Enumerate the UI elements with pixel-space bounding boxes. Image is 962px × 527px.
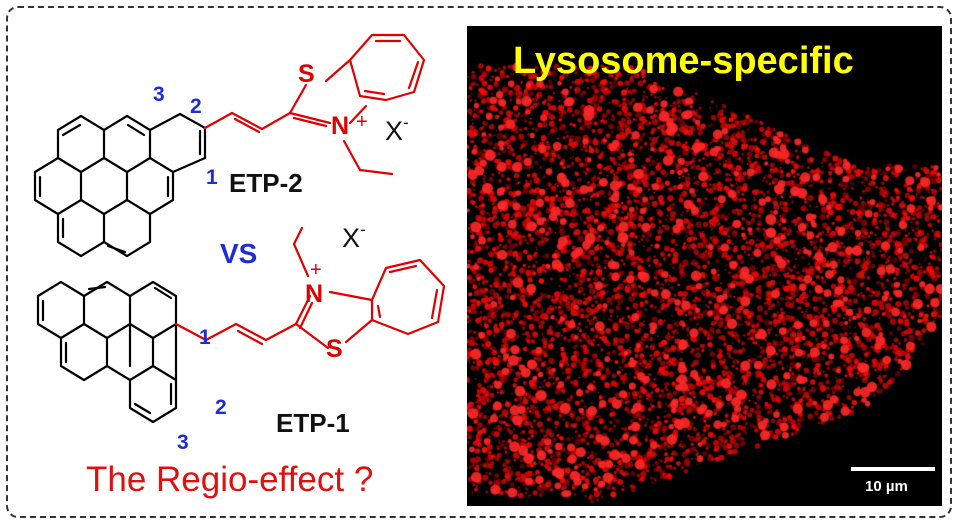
etp2-pyrene-core (33, 112, 207, 258)
versus-label: VS (220, 238, 258, 269)
etp2-structure (33, 33, 426, 258)
etp1-sulfur-atom: S (326, 335, 343, 363)
etp1-position-3: 3 (177, 431, 189, 454)
dashed-frame (6, 6, 952, 518)
etp2-sulfur-atom: S (298, 60, 315, 88)
scale-bar (851, 467, 935, 471)
etp1-name: ETP-1 (276, 408, 350, 438)
fluorescence-micrograph: Lysosome-specific 10 µm (467, 26, 942, 506)
etp1-position-2: 2 (215, 396, 227, 419)
etp1-pyrene-core (36, 280, 178, 424)
etp2-nitrogen-atom: N (331, 112, 350, 140)
etp2-position-2: 2 (190, 95, 202, 118)
etp2-vinyl-linker (203, 33, 426, 176)
etp2-counter-ion: X- (385, 113, 409, 146)
etp2-position-3: 3 (153, 83, 165, 106)
etp1-structure (36, 226, 446, 424)
etp1-vinyl-linker (174, 226, 446, 350)
etp2-positive-charge: + (356, 111, 368, 133)
micrograph-title: Lysosome-specific (513, 40, 854, 82)
lysosome-signal-image (467, 26, 942, 506)
regio-effect-question: The Regio-effect ? (86, 460, 374, 499)
etp1-nitrogen-atom: N (305, 280, 324, 308)
etp2-name: ETP-2 (229, 168, 303, 198)
etp1-position-1: 1 (199, 326, 211, 349)
etp1-counter-ion: X- (342, 220, 366, 253)
scale-bar-label: 10 µm (865, 478, 908, 495)
etp1-positive-charge: + (310, 259, 322, 281)
etp2-position-1: 1 (206, 166, 218, 189)
